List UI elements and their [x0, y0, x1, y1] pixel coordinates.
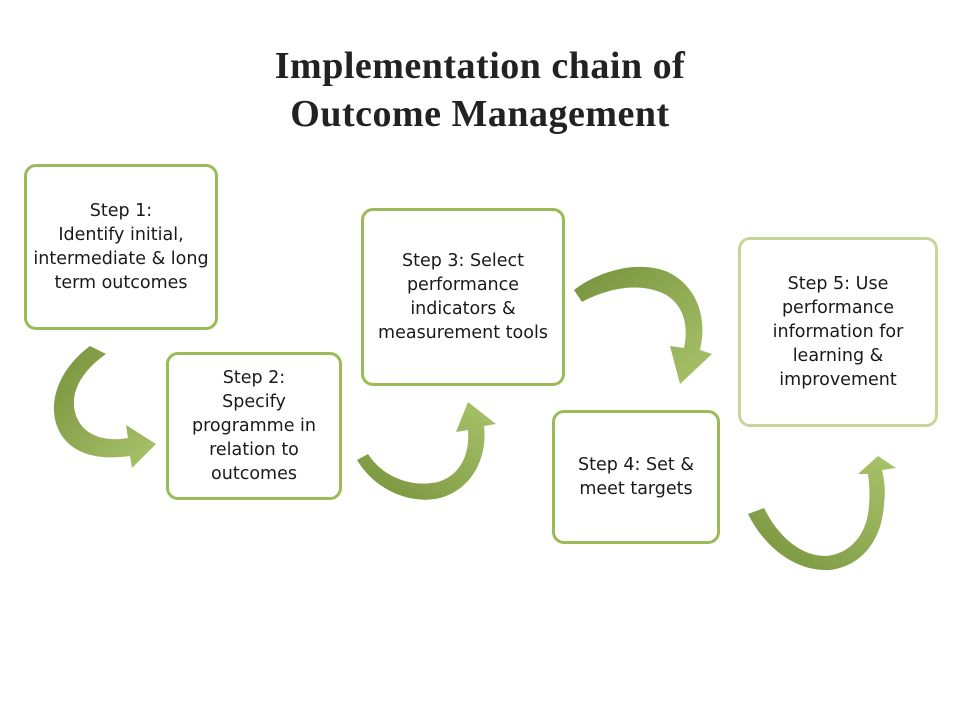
curved-arrow-1-icon: [53, 346, 156, 468]
title-line-1: Implementation chain of: [274, 45, 686, 87]
step-4-box: Step 4: Set & meet targets: [552, 410, 720, 544]
step-5-box: Step 5: Use performance information for …: [738, 237, 938, 427]
curved-arrow-2-icon: [357, 402, 496, 500]
curved-arrow-3-icon: [574, 266, 712, 384]
page-title: Implementation chain of Outcome Manageme…: [0, 42, 960, 138]
title-line-2: Outcome Management: [290, 93, 670, 135]
step-3-box: Step 3: Select performance indicators & …: [361, 208, 565, 386]
step-1-box: Step 1: Identify initial, intermediate &…: [24, 164, 218, 330]
step-2-box: Step 2: Specify programme in relation to…: [166, 352, 342, 500]
curved-arrow-4-icon: [748, 456, 896, 571]
